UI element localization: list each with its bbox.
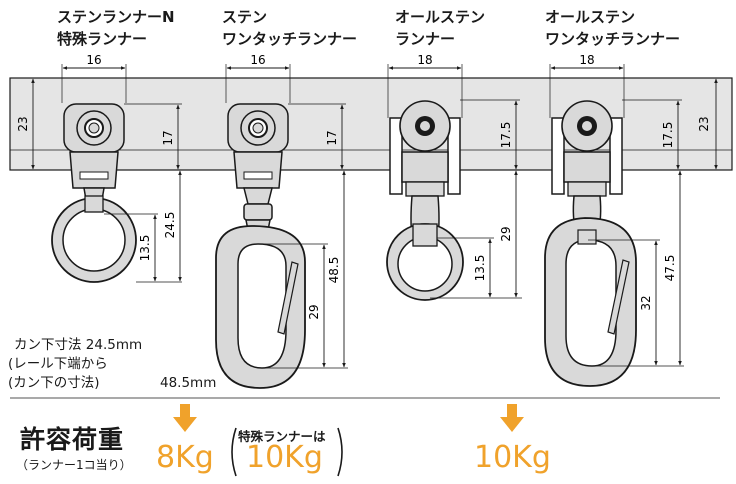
runner-2-height-label: 17 bbox=[325, 130, 339, 145]
product-title-2: ステン ワンタッチランナー bbox=[222, 6, 357, 50]
runner-2-hook-label: 48.5 bbox=[327, 257, 341, 284]
runner-diagram: 23 23 16 17 24.5 13.5 16 bbox=[9, 53, 733, 399]
hook-dim-paren-text1: レール下端から bbox=[13, 356, 108, 372]
runner-3-hook-label: 29 bbox=[499, 226, 513, 241]
hook-dim-paren-line2: (カン下の寸法) bbox=[8, 375, 100, 391]
runner-2-gate bbox=[277, 261, 299, 335]
runner-4-width-label: 18 bbox=[579, 53, 594, 67]
runner-4-hook-label: 47.5 bbox=[663, 255, 677, 282]
runner-2-ring-label: 29 bbox=[307, 304, 321, 319]
paren-close-icon bbox=[337, 427, 343, 477]
product-title-1-line1: ステンランナーN bbox=[57, 8, 175, 26]
runner-1-width-label: 16 bbox=[86, 53, 101, 67]
runner-4: 18 17.5 47.5 32 bbox=[544, 53, 684, 387]
runner-2: 16 17 48.5 29 bbox=[215, 53, 348, 389]
down-arrow-icon bbox=[173, 404, 197, 432]
product-title-4-line2: ワンタッチランナー bbox=[545, 30, 681, 48]
runner-4-gate bbox=[607, 259, 630, 335]
runner-3: 18 17.5 29 13.5 bbox=[386, 53, 522, 301]
down-arrow-icon-2 bbox=[500, 404, 524, 432]
product-title-4-line1: オールステン bbox=[545, 8, 636, 26]
product-title-2-line1: ステン bbox=[222, 8, 268, 26]
runner-4-ring-label: 32 bbox=[639, 295, 653, 310]
hook-dim-paren-text2: カン下の寸法 bbox=[13, 375, 95, 391]
product-title-2-line2: ワンタッチランナー bbox=[222, 30, 358, 48]
product-title-3: オールステン ランナー bbox=[395, 6, 485, 50]
runner-2-width-label: 16 bbox=[250, 53, 265, 67]
load-subtitle: （ランナー1コ当り） bbox=[16, 458, 132, 472]
runner-3-width-label: 18 bbox=[417, 53, 432, 67]
rail-height-label-left: 23 bbox=[16, 116, 30, 131]
runner-3-height-label: 17.5 bbox=[499, 122, 513, 149]
runner-1: 16 17 24.5 13.5 bbox=[51, 53, 182, 283]
load-value-special: 10Kg bbox=[246, 440, 323, 475]
paren-open-icon bbox=[231, 427, 237, 477]
load-title: 許容荷重 bbox=[20, 425, 125, 454]
hook-dim-note: カン下寸法 24.5mm bbox=[14, 337, 143, 353]
product-title-3-line1: オールステン bbox=[395, 8, 486, 26]
load-value-all-stainless: 10Kg bbox=[474, 440, 551, 475]
hook-dim-paren-line1: (レール下端から bbox=[8, 356, 108, 372]
hook-dim-second-value: 48.5mm bbox=[160, 375, 217, 391]
runner-1-ring-label: 13.5 bbox=[138, 235, 152, 262]
product-title-3-line2: ランナー bbox=[395, 30, 456, 48]
product-title-1-line2: 特殊ランナー bbox=[57, 30, 148, 48]
product-title-1: ステンランナーN 特殊ランナー bbox=[57, 6, 175, 50]
rail-height-label-right: 23 bbox=[697, 116, 711, 131]
runner-1-hook-label: 24.5 bbox=[163, 212, 177, 239]
product-title-4: オールステン ワンタッチランナー bbox=[545, 6, 680, 50]
runner-1-height-label: 17 bbox=[161, 130, 175, 145]
runner-4-height-label: 17.5 bbox=[661, 122, 675, 149]
load-value-standard: 8Kg bbox=[156, 440, 214, 475]
runner-3-ring-label: 13.5 bbox=[473, 255, 487, 282]
special-runner-label: 特殊ランナーは bbox=[238, 429, 326, 444]
